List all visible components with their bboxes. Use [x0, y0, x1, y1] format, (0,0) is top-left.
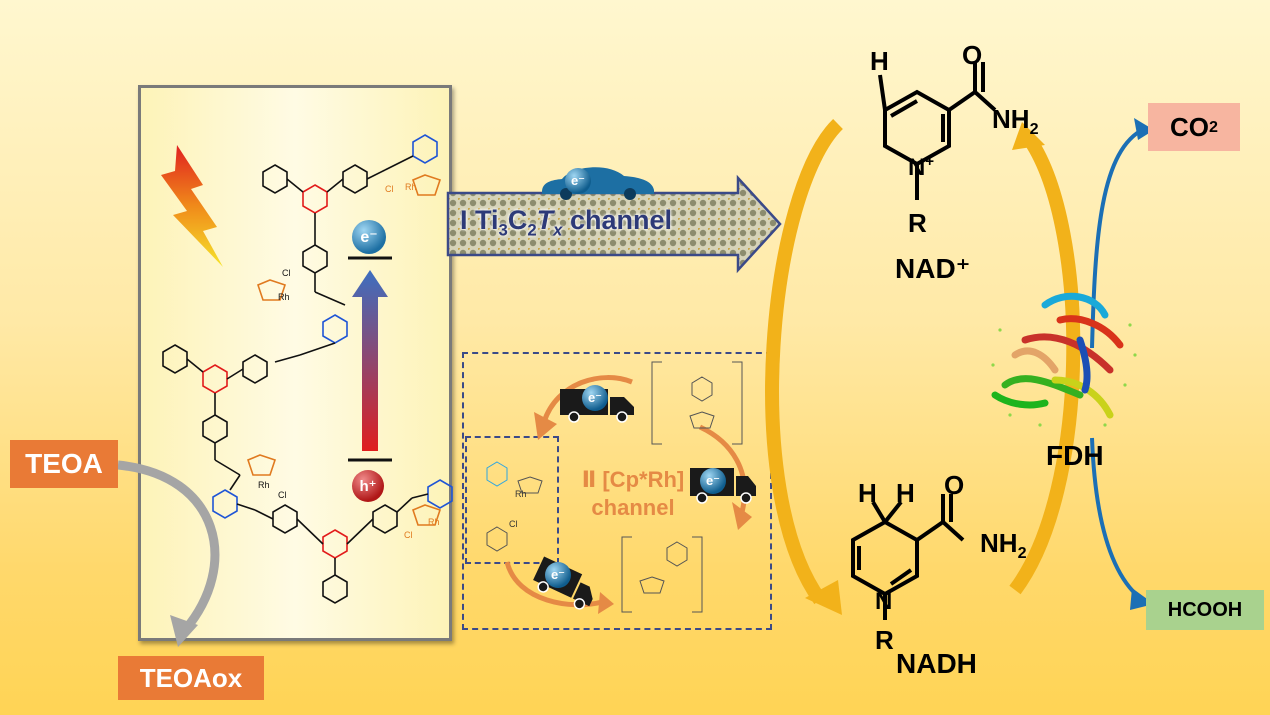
nadh-r-group: R: [875, 625, 894, 655]
c-sub: 2: [527, 220, 537, 240]
rh-label: Rh: [278, 292, 290, 302]
car-icon: [542, 167, 654, 200]
lightning-icon: [161, 145, 223, 267]
co2-sub: 2: [1209, 117, 1218, 136]
cprh-cycle: Rh Cl: [486, 361, 752, 614]
channel2-line2: channel: [591, 495, 675, 520]
electron-label: e⁻: [360, 229, 378, 246]
fdh-label: FDH: [1046, 440, 1104, 471]
nad-plus-structure: [878, 62, 997, 200]
ti3c2tx-channel-arrow: [446, 174, 782, 274]
ti-symbol: Ti: [475, 205, 499, 235]
fdh-protein: [991, 292, 1137, 427]
cprh-channel-box: [462, 352, 772, 630]
nadh-h-atom-right: H: [896, 478, 915, 508]
truck-electron-label: e⁻: [705, 473, 721, 488]
truck-electron-top: e⁻: [582, 385, 608, 411]
channel1-label: I Ti3C2Tx channel: [460, 205, 672, 240]
nh2-sub: 2: [1029, 120, 1039, 139]
hole-label: h⁺: [359, 478, 377, 495]
nad-reduction-arrows: [765, 118, 1081, 615]
electron-sphere: e⁻: [352, 220, 386, 254]
nh-text: NH: [980, 528, 1018, 558]
nadh-label: NADH: [896, 648, 977, 679]
cl-label: Cl: [404, 530, 413, 540]
car-electron: e⁻: [565, 168, 591, 194]
t-symbol: T: [536, 205, 554, 235]
teoa-oxidation-arrow: [117, 460, 220, 647]
nad-n-atom: N+: [908, 154, 934, 182]
cl-label: Cl: [509, 519, 518, 529]
nad-plus-label: NAD⁺: [895, 253, 971, 284]
truck-electron-right: e⁻: [700, 468, 726, 494]
truck-electron-label: e⁻: [587, 390, 603, 405]
nad-nh2-group: NH2: [992, 104, 1039, 139]
rh-label: Rh: [405, 182, 417, 192]
nad-h-atom: H: [870, 46, 889, 76]
band-gap-arrow: [348, 256, 392, 462]
nad-r-group: R: [908, 208, 927, 238]
teoa-ox-label: TEOAox: [118, 656, 264, 700]
nadh-structure: [851, 494, 965, 620]
rh-label: Rh: [515, 489, 527, 499]
nadh-nh2-group: NH2: [980, 528, 1027, 563]
nadh-h-atom-left: H: [858, 478, 877, 508]
channel2-line1: Ⅱ [Cp*Rh]: [581, 467, 685, 492]
truck-electron-label: e⁻: [550, 567, 566, 582]
t-sub: x: [553, 220, 563, 240]
channel1-numeral: I: [460, 205, 468, 235]
channel2-label: Ⅱ [Cp*Rh] channel: [572, 466, 694, 522]
c-symbol: C: [507, 205, 528, 235]
car-electron-label: e⁻: [570, 173, 586, 188]
nh2-sub: 2: [1017, 544, 1027, 563]
cl-label: Cl: [385, 184, 394, 194]
hole-sphere: h⁺: [352, 470, 384, 502]
truck-electron-bottom: e⁻: [545, 562, 571, 588]
nh-text: NH: [992, 104, 1030, 134]
cof-structure: Rh Cl Rh Cl Rh Cl Rh Cl: [162, 134, 453, 604]
nad-o-atom: O: [962, 40, 983, 70]
cl-label: Cl: [278, 490, 287, 500]
n-text: N: [908, 154, 926, 181]
co2-reduction-arrows: [1090, 118, 1154, 610]
rh-label: Rh: [258, 480, 270, 490]
n-plus: +: [925, 154, 935, 170]
channel1-suffix: channel: [562, 205, 673, 235]
hcooh-label: HCOOH: [1146, 590, 1264, 630]
rh-complex-inner-box: [465, 436, 559, 564]
nadh-n-atom: N: [875, 588, 893, 615]
cl-label: Cl: [282, 268, 291, 278]
nadh-o-atom: O: [944, 470, 965, 500]
rh-label: Rh: [428, 517, 440, 527]
co-text: CO: [1170, 111, 1210, 142]
ti-sub: 3: [498, 220, 508, 240]
teoa-label: TEOA: [10, 440, 118, 488]
